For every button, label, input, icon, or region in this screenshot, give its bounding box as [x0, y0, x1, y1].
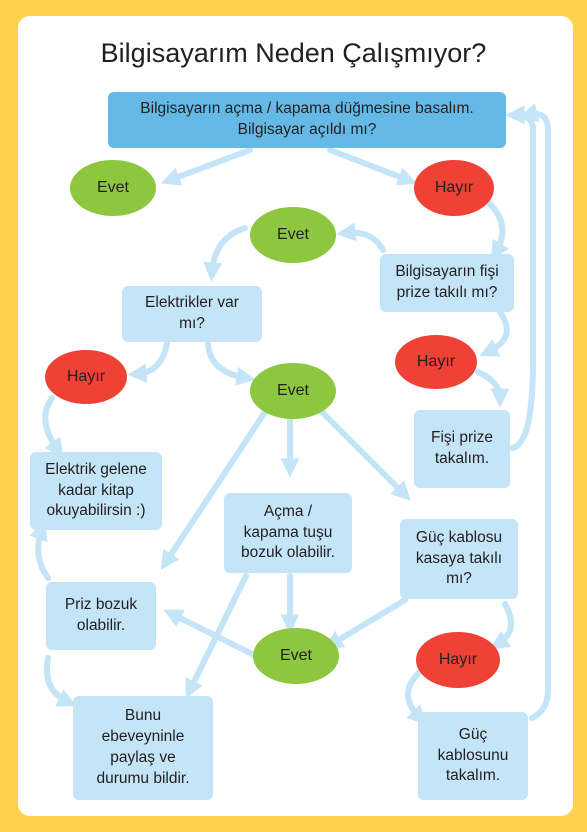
plug-in-action-box: Fişi prize takalım. [414, 410, 510, 488]
outlet-broken-box: Priz bozuk olabilir. [46, 582, 156, 650]
arrow-electricity-to-no [127, 340, 170, 383]
arrow-yes-to-outlet-2 [163, 609, 257, 658]
arrow-plugin-to-start [505, 105, 536, 451]
arrow-electricity-to-yes [205, 341, 256, 386]
read-book-box: Elektrik gelene kadar kitap okuyabilirsi… [30, 452, 162, 530]
cable-attached-question-box: Güç kablosu kasaya takılı mı? [400, 519, 518, 599]
electricity-question-box: Elektrikler var mı? [122, 286, 262, 342]
arrow-cable-to-no [489, 601, 515, 650]
answer-no-3: Hayır [45, 350, 127, 404]
answer-yes-1: Evet [70, 160, 156, 216]
answer-no-4: Hayır [416, 632, 500, 688]
start-question-box: Bilgisayarın açma / kapama düğmesine bas… [108, 92, 506, 148]
power-button-broken-box: Açma / kapama tuşu bozuk olabilir. [224, 493, 352, 573]
answer-yes-2: Evet [250, 207, 336, 263]
attach-cable-action-box: Güç kablosunu takalım. [418, 712, 528, 800]
arrow-yes-to-electricity [203, 225, 248, 282]
arrow-no-to-plugin [475, 369, 510, 408]
arrow-plugged-to-no [479, 309, 510, 357]
answer-yes-3: Evet [250, 363, 336, 419]
arrow-attachcable-to-start [518, 103, 551, 721]
arrow-powerbutton-to-parents [185, 573, 249, 699]
arrow-outlet-to-readbook [29, 521, 51, 581]
arrow-no-to-readbook [42, 395, 64, 458]
plugged-question-box: Bilgisayarın fişi prize takılı mı? [380, 254, 514, 312]
arrow-cable-to-yes [323, 597, 408, 649]
arrow-no-to-plugged [485, 199, 510, 261]
arrow-start-to-yes [161, 147, 253, 186]
arrow-yes-to-cable [319, 409, 411, 501]
answer-no-2: Hayır [395, 335, 477, 389]
arrow-start-to-no [327, 147, 417, 186]
tell-parents-box: Bunu ebeveyninle paylaş ve durumu bildir… [73, 696, 213, 800]
arrow-plugged-to-yes [336, 222, 386, 253]
arrow-outlet-to-parents [44, 655, 77, 707]
answer-no-1: Hayır [414, 160, 494, 216]
page-title: Bilgisayarım Neden Çalışmıyor? [100, 38, 487, 68]
arrow-no-to-attachcable [405, 669, 427, 725]
answer-yes-4: Evet [253, 628, 339, 684]
arrow-yes-to-outlet [160, 409, 268, 571]
